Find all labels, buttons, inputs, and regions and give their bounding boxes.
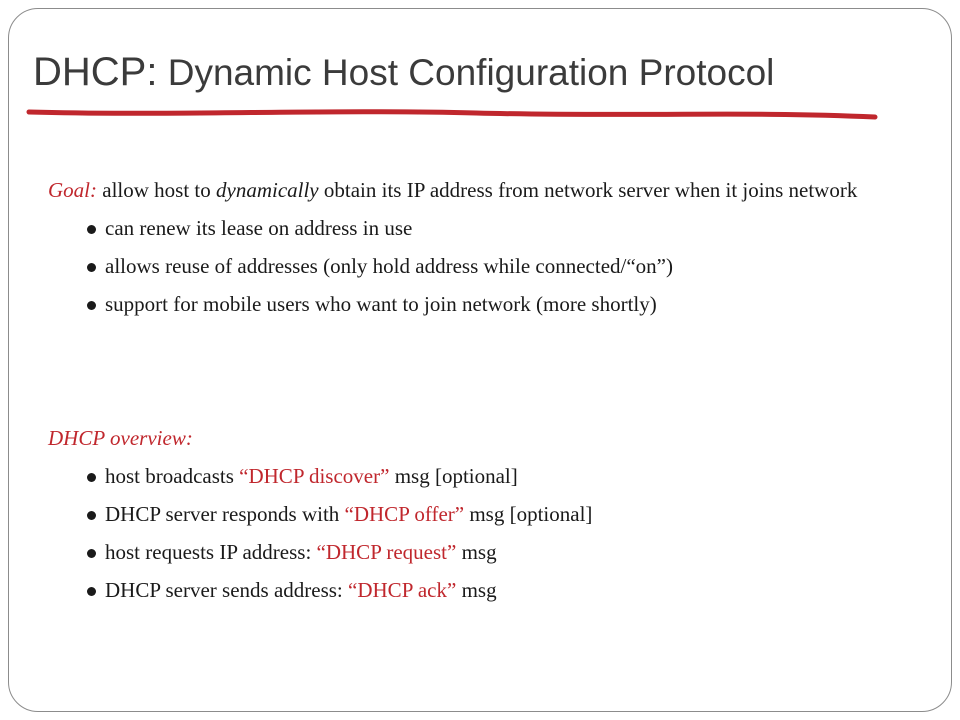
title-underline bbox=[26, 109, 878, 120]
bullet-dot-icon bbox=[87, 549, 96, 558]
goal-text-after: obtain its IP address from network serve… bbox=[318, 178, 858, 202]
bullet-dot-icon bbox=[87, 473, 96, 482]
goal-paragraph: Goal: allow host to dynamically obtain i… bbox=[48, 174, 908, 206]
overview-message-name: “DHCP request” bbox=[316, 540, 457, 564]
goal-bullet: allows reuse of addresses (only hold add… bbox=[48, 250, 908, 282]
overview-bullet: host broadcasts “DHCP discover” msg [opt… bbox=[48, 460, 908, 492]
bullet-dot-icon bbox=[87, 511, 96, 520]
slide-body: Goal: allow host to dynamically obtain i… bbox=[48, 174, 908, 612]
goal-text-before: allow host to bbox=[97, 178, 216, 202]
bullet-dot-icon bbox=[87, 587, 96, 596]
bullet-dot-icon bbox=[87, 301, 96, 310]
overview-message-name: “DHCP discover” bbox=[239, 464, 390, 488]
goal-label: Goal: bbox=[48, 178, 97, 202]
overview-bullet: DHCP server responds with “DHCP offer” m… bbox=[48, 498, 908, 530]
goal-bullet-text: can renew its lease on address in use bbox=[105, 216, 413, 240]
title-acronym: DHCP: bbox=[33, 50, 158, 94]
slide-title: DHCP: Dynamic Host Configuration Protoco… bbox=[33, 50, 774, 95]
overview-bullet-post: msg [optional] bbox=[464, 502, 593, 526]
goal-bullet-text: support for mobile users who want to joi… bbox=[105, 292, 657, 316]
overview-bullet-post: msg bbox=[456, 578, 497, 602]
goal-emphasis: dynamically bbox=[216, 178, 319, 202]
overview-bullet-list: host broadcasts “DHCP discover” msg [opt… bbox=[48, 460, 908, 606]
overview-bullet-pre: DHCP server responds with bbox=[105, 502, 345, 526]
title-expansion: Dynamic Host Configuration Protocol bbox=[157, 52, 775, 93]
overview-message-name: “DHCP offer” bbox=[344, 502, 465, 526]
overview-bullet-post: msg [optional] bbox=[389, 464, 518, 488]
bullet-dot-icon bbox=[87, 263, 96, 272]
overview-bullet-pre: host requests IP address: bbox=[105, 540, 317, 564]
overview-bullet-pre: DHCP server sends address: bbox=[105, 578, 349, 602]
goal-bullet: can renew its lease on address in use bbox=[48, 212, 908, 244]
goal-bullet-list: can renew its lease on address in use al… bbox=[48, 212, 908, 320]
slide-frame bbox=[8, 8, 952, 712]
overview-bullet-post: msg bbox=[456, 540, 497, 564]
overview-heading: DHCP overview: bbox=[48, 426, 193, 450]
goal-bullet: support for mobile users who want to joi… bbox=[48, 288, 908, 320]
overview-bullet-pre: host broadcasts bbox=[105, 464, 240, 488]
overview-bullet: DHCP server sends address: “DHCP ack” ms… bbox=[48, 574, 908, 606]
overview-message-name: “DHCP ack” bbox=[348, 578, 457, 602]
bullet-dot-icon bbox=[87, 225, 96, 234]
goal-bullet-text: allows reuse of addresses (only hold add… bbox=[105, 254, 673, 278]
overview-bullet: host requests IP address: “DHCP request”… bbox=[48, 536, 908, 568]
